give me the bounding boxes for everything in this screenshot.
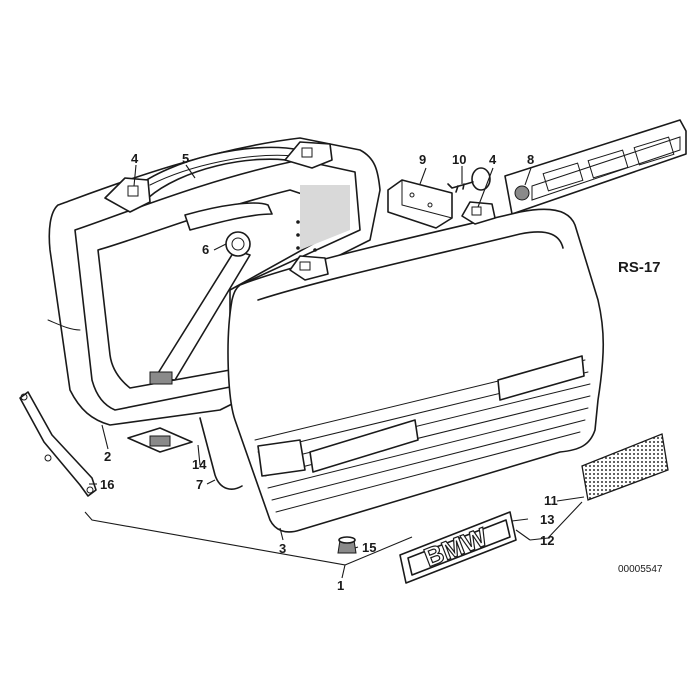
reflector-part-11 [581,433,669,501]
callout-3: 3 [279,541,286,556]
callout-10: 10 [452,152,466,167]
leader-lines [84,164,585,579]
latch-part-4-center [284,141,333,169]
trim-strip-part-8 [504,119,687,215]
diagram-code: RS-17 [618,259,661,276]
clip-part-6 [225,231,251,257]
callout-7: 7 [196,477,203,492]
callout-5: 5 [182,151,189,166]
cap-part-15 [337,536,357,554]
callout-16: 16 [100,477,114,492]
key-part-10 [447,167,491,193]
callout-14: 14 [192,457,207,472]
bracket-part-16 [19,391,97,497]
lock-mechanism-part-9 [387,179,453,229]
latch-part-4-left [104,177,151,213]
callout-8: 8 [527,152,534,167]
callout-4-right: 4 [489,152,497,167]
callout-11: 11 [544,493,558,508]
cable-part-7 [199,417,243,490]
callout-12: 12 [540,533,554,548]
callout-1: 1 [337,578,344,593]
callout-6: 6 [202,242,209,257]
hinge-plate-part-14 [127,427,193,453]
callout-4-left: 4 [131,151,139,166]
callout-15: 15 [362,540,376,555]
callout-2: 2 [104,449,111,464]
callout-labels: 4 5 6 9 10 4 8 2 14 7 16 3 15 11 13 12 1 [100,151,558,593]
callout-9: 9 [419,152,426,167]
emblem-text: BMW [420,521,492,572]
case-lid-part-3 [227,208,605,533]
callout-13: 13 [540,512,554,527]
document-number: 00005547 [618,564,663,575]
latch-part-4-right [461,201,496,225]
emblem-part-13: BMW [399,511,517,584]
